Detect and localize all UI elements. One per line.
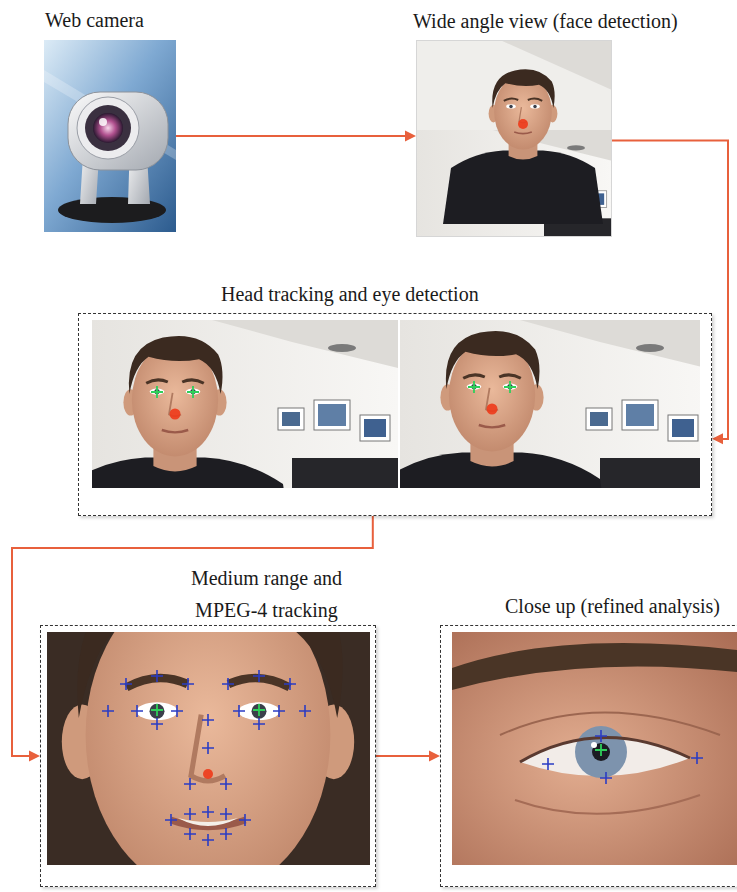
eye-closeup-photo	[592, 743, 610, 761]
mpeg4-tracking-photo	[151, 718, 163, 730]
eye-closeup-photo	[452, 632, 737, 865]
camera-picture	[68, 92, 168, 170]
photo-frame: Wide angle view (face detection)	[416, 40, 612, 237]
head-tracking-photo	[92, 336, 295, 488]
flow-arrow	[376, 751, 440, 762]
camera-picture	[93, 113, 123, 143]
wide-angle-photo	[416, 40, 612, 237]
eye-closeup-photo	[575, 726, 627, 778]
eye-closeup-photo	[691, 752, 703, 764]
flow-arrow	[12, 516, 373, 762]
camera-picture	[44, 40, 176, 232]
mpeg4-tracking-photo	[131, 705, 143, 717]
mpeg4-tracking-photo	[239, 814, 251, 826]
mpeg4-tracking-photo	[151, 670, 163, 682]
head-tracking-photo	[92, 320, 398, 488]
arrow-line	[12, 516, 373, 756]
camera-picture	[44, 40, 176, 232]
head-tracking-photo	[187, 386, 199, 398]
eye-closeup-photo	[452, 643, 737, 690]
mpeg4-tracking-photo	[233, 705, 245, 717]
mpeg4-tracking-photo	[222, 678, 234, 690]
eye-closeup-photo	[591, 742, 597, 748]
camera-picture	[99, 118, 107, 126]
mpeg4-tracking-photo	[202, 806, 214, 818]
eye-closeup-photo	[600, 772, 612, 784]
wide-angle-photo	[416, 40, 612, 237]
panel-heading: Web camera	[45, 8, 144, 32]
arrow-line	[176, 135, 407, 137]
head-tracking-photo	[170, 409, 181, 420]
mpeg4-tracking-photo	[253, 670, 265, 682]
camera-picture	[85, 105, 131, 151]
panel-heading: Close up (refined analysis)	[505, 594, 720, 618]
eye-detection-photo	[468, 381, 480, 393]
eye-detection-photo	[400, 331, 612, 488]
eye-closeup-photo	[520, 737, 690, 762]
camera-picture-frame: Web camera	[44, 40, 176, 232]
arrowhead	[29, 751, 40, 762]
mpeg4-tracking-photo	[184, 778, 196, 790]
mpeg4-tracking-photo	[220, 778, 232, 790]
arrowhead	[405, 131, 416, 142]
head-tracking-photo	[151, 386, 163, 398]
camera-picture	[77, 97, 139, 159]
panel-heading: Head tracking and eye detection	[221, 282, 479, 306]
eye-closeup-photo	[452, 632, 737, 865]
mpeg4-tracking-photo	[220, 808, 232, 820]
mpeg4-tracking-photo	[151, 704, 163, 716]
mpeg4-tracking-photo	[184, 808, 196, 820]
arrowhead	[429, 751, 440, 762]
panel-heading: Medium range and MPEG-4 tracking	[174, 562, 359, 626]
eye-closeup-photo	[515, 795, 700, 814]
eye-detection-photo	[400, 320, 700, 488]
mpeg4-tracking-photo	[47, 632, 370, 865]
mpeg4-tracking-photo	[182, 678, 194, 690]
dashed-panel: Medium range and MPEG-4 tracking	[40, 625, 376, 887]
mpeg4-tracking-photo	[284, 678, 296, 690]
dashed-panel: Close up (refined analysis)	[440, 625, 737, 887]
flow-arrow	[612, 141, 728, 445]
wide-angle-photo	[443, 69, 603, 224]
mpeg4-tracking-photo	[202, 714, 214, 726]
eye-closeup-photo	[542, 758, 554, 770]
eye-closeup-photo	[595, 730, 607, 742]
mpeg4-tracking-photo	[47, 632, 370, 865]
eye-closeup-photo	[595, 744, 607, 756]
panel-heading: Wide angle view (face detection)	[413, 9, 678, 33]
mpeg4-tracking-photo	[102, 705, 114, 717]
mpeg4-tracking-photo	[202, 834, 214, 846]
mpeg4-tracking-photo	[184, 828, 196, 840]
mpeg4-tracking-photo	[220, 828, 232, 840]
arrowhead	[712, 433, 723, 444]
mpeg4-tracking-photo	[120, 678, 132, 690]
mpeg4-tracking-photo	[202, 742, 214, 754]
flow-arrow	[176, 131, 416, 142]
eye-detection-photo	[487, 404, 498, 415]
mpeg4-tracking-photo	[165, 814, 177, 826]
mpeg4-tracking-photo	[171, 705, 183, 717]
mpeg4-tracking-photo	[178, 818, 238, 826]
mpeg4-tracking-photo	[253, 704, 265, 716]
mpeg4-tracking-photo	[273, 705, 285, 717]
arrow-line	[612, 141, 728, 439]
dashed-panel: Head tracking and eye detection	[78, 313, 712, 516]
arrow-line	[376, 755, 431, 757]
mpeg4-tracking-photo	[299, 705, 311, 717]
mpeg4-tracking-photo	[203, 769, 213, 779]
wide-angle-photo	[518, 119, 528, 129]
eye-detection-photo	[504, 381, 516, 393]
mpeg4-tracking-photo	[253, 718, 265, 730]
